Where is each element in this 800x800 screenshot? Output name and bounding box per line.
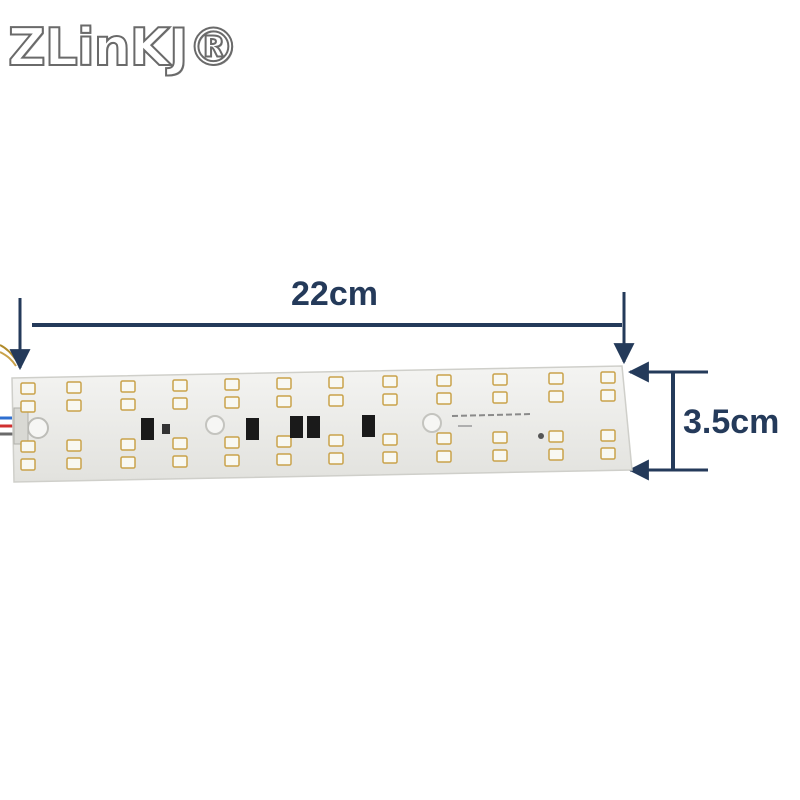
led-chip — [382, 393, 398, 406]
brand-logo: ZLinKJ® — [7, 21, 240, 75]
led-chip — [224, 396, 240, 409]
width-dimension-line — [9, 292, 635, 371]
led-chip — [224, 378, 240, 391]
led-chip — [548, 372, 564, 385]
led-chip — [172, 397, 188, 410]
led-chip — [328, 434, 344, 447]
led-chip — [492, 449, 508, 462]
led-chip — [276, 453, 292, 466]
led-chip — [276, 395, 292, 408]
led-chip — [276, 435, 292, 448]
driver-chip — [141, 418, 154, 440]
brand-logo-text: ZLinKJ® — [7, 18, 240, 78]
led-chip — [66, 439, 82, 452]
led-chip — [328, 452, 344, 465]
led-chip — [20, 400, 36, 413]
led-chip — [548, 430, 564, 443]
led-chip — [600, 429, 616, 442]
led-chip — [66, 381, 82, 394]
led-chip — [172, 437, 188, 450]
led-chip — [20, 440, 36, 453]
led-chip — [436, 392, 452, 405]
led-board — [11, 365, 633, 483]
led-chip — [328, 376, 344, 389]
led-chip — [120, 380, 136, 393]
height-dimension-label: 3.5cm — [683, 403, 780, 441]
led-chip — [172, 455, 188, 468]
led-chip — [66, 457, 82, 470]
led-chip — [600, 371, 616, 384]
led-chip — [224, 454, 240, 467]
led-chip — [120, 398, 136, 411]
led-chip — [600, 389, 616, 402]
led-chip — [382, 433, 398, 446]
led-chip — [328, 394, 344, 407]
driver-chip — [362, 415, 375, 437]
led-chip — [276, 377, 292, 390]
height-dimension-line — [627, 361, 708, 481]
driver-chip — [307, 416, 320, 438]
led-chip — [548, 448, 564, 461]
led-chip — [224, 436, 240, 449]
led-chip — [436, 450, 452, 463]
led-chip — [548, 390, 564, 403]
mounting-hole — [27, 417, 49, 439]
mounting-hole — [422, 413, 442, 433]
led-chip — [436, 374, 452, 387]
led-chip — [492, 391, 508, 404]
driver-chip — [290, 416, 303, 438]
mounting-hole — [205, 415, 225, 435]
width-dimension-label: 22cm — [291, 275, 378, 313]
led-chip — [172, 379, 188, 392]
led-chip — [120, 456, 136, 469]
driver-chips — [141, 415, 375, 440]
led-chip — [382, 375, 398, 388]
led-chip — [20, 458, 36, 471]
led-chip — [600, 447, 616, 460]
led-chip — [120, 438, 136, 451]
led-chip — [66, 399, 82, 412]
led-chip — [436, 432, 452, 445]
led-chip — [492, 373, 508, 386]
led-chip — [382, 451, 398, 464]
led-array — [20, 371, 616, 471]
led-chip — [20, 382, 36, 395]
led-chip — [492, 431, 508, 444]
driver-chip — [246, 418, 259, 440]
